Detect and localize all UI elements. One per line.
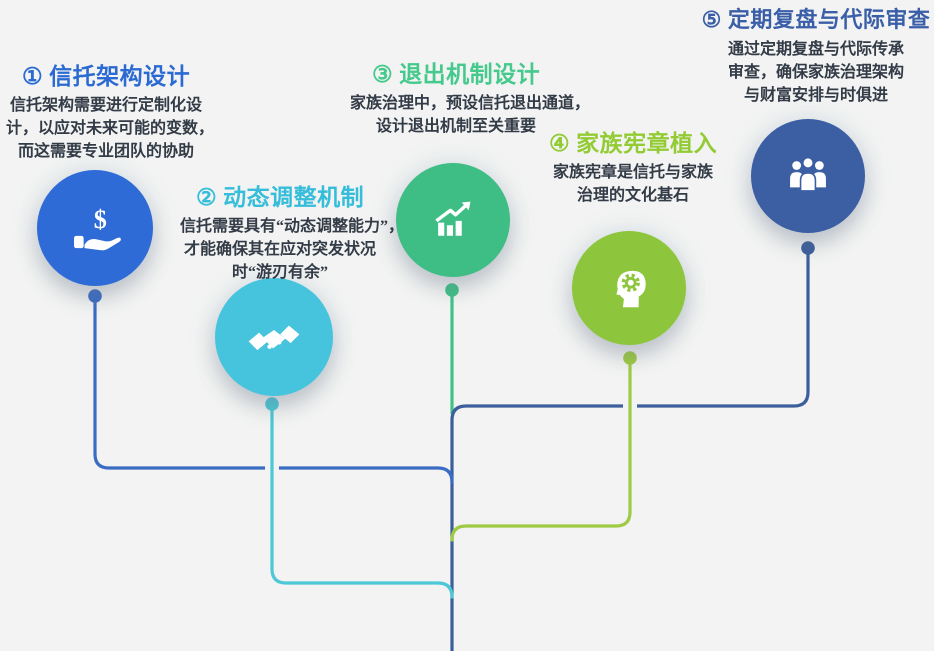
head-gear-icon [616,270,646,308]
step-5-circle [751,119,865,233]
step-2-dot [265,397,279,411]
step-1-connector [93,294,454,484]
handshake-icon [248,325,300,351]
step-5-description: 通过定期复盘与代际传承 审查，确保家族治理架构 与财富安排与时俱进 [727,41,904,104]
svg-text:$: $ [94,205,107,234]
step-3-circle [396,163,510,277]
step-3-dot [445,283,459,297]
step-1-dot [88,289,102,303]
bar-chart-up-icon [435,201,471,236]
step-1-number: ① [21,63,44,89]
step-3-number: ③ [371,61,394,87]
step-2-number: ② [195,184,218,210]
people-group-icon [790,156,826,192]
step-2-connector [270,402,454,599]
step-2-description: 信托需要具有“动态调整能力”， 才能确保其在应对突发状况 时“游刃有余” [180,218,405,281]
hand-dollar-icon: $ [74,205,121,251]
step-1-description: 信托架构需要进行定制化设 计，以应对未来可能的变数， 而这需要专业团队的协助 [6,97,215,160]
step-3-description: 家族治理中，预设信托退出通道， 设计退出机制至关重要 [350,95,591,135]
step-4-dot [623,351,637,365]
step-5-number: ⑤ [701,7,722,32]
step-2-circle [215,278,333,396]
step-4-circle [572,231,686,345]
step-5-dot [801,241,815,255]
step-1-circle: $ [37,170,153,286]
step-4-connector [450,356,632,542]
step-4-number: ④ [548,130,571,156]
step-4-description: 家族宪章是信托与家族 治理的文化基石 [552,164,713,204]
